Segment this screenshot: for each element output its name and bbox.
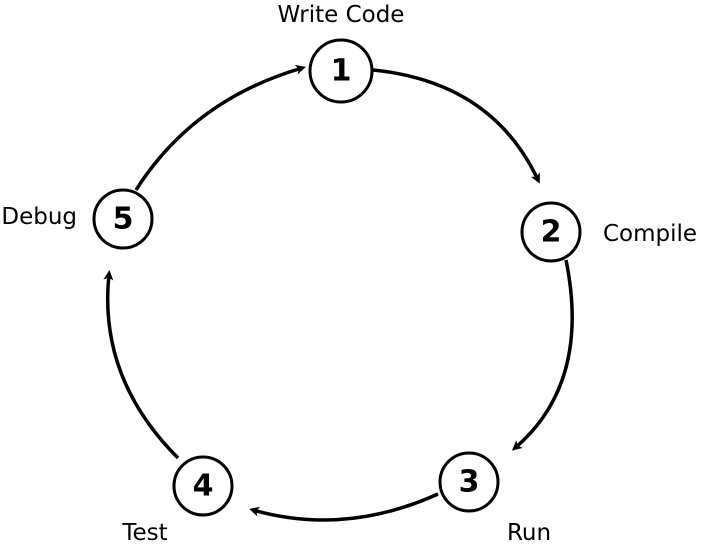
step-3: 3 Run xyxy=(438,451,551,546)
step-1-number: 1 xyxy=(331,54,352,89)
step-4-number: 4 xyxy=(193,469,214,504)
step-3-number: 3 xyxy=(459,465,480,500)
step-4: 4 Test xyxy=(121,455,234,546)
arrow-4-to-5 xyxy=(103,270,180,460)
step-4-label: Test xyxy=(121,520,167,546)
step-2-number: 2 xyxy=(541,215,562,250)
step-5-circle xyxy=(92,188,154,250)
step-3-circle xyxy=(438,451,500,513)
step-2-label: Compile xyxy=(603,221,697,247)
step-3-label: Run xyxy=(507,520,551,546)
step-5-number: 5 xyxy=(113,202,134,237)
step-1-circle xyxy=(308,38,374,104)
step-1: 1 Write Code xyxy=(278,2,405,104)
arrow-3-to-4 xyxy=(249,492,439,522)
step-5: 5 Debug xyxy=(1,188,154,250)
step-5-label: Debug xyxy=(1,204,77,230)
arrow-1-to-2 xyxy=(372,68,540,184)
arrow-2-to-3 xyxy=(511,259,574,451)
step-4-circle xyxy=(172,455,234,517)
step-2: 2 Compile xyxy=(520,201,697,263)
arrow-5-to-1 xyxy=(134,64,306,191)
step-2-circle xyxy=(520,201,582,263)
step-1-label: Write Code xyxy=(278,2,405,28)
